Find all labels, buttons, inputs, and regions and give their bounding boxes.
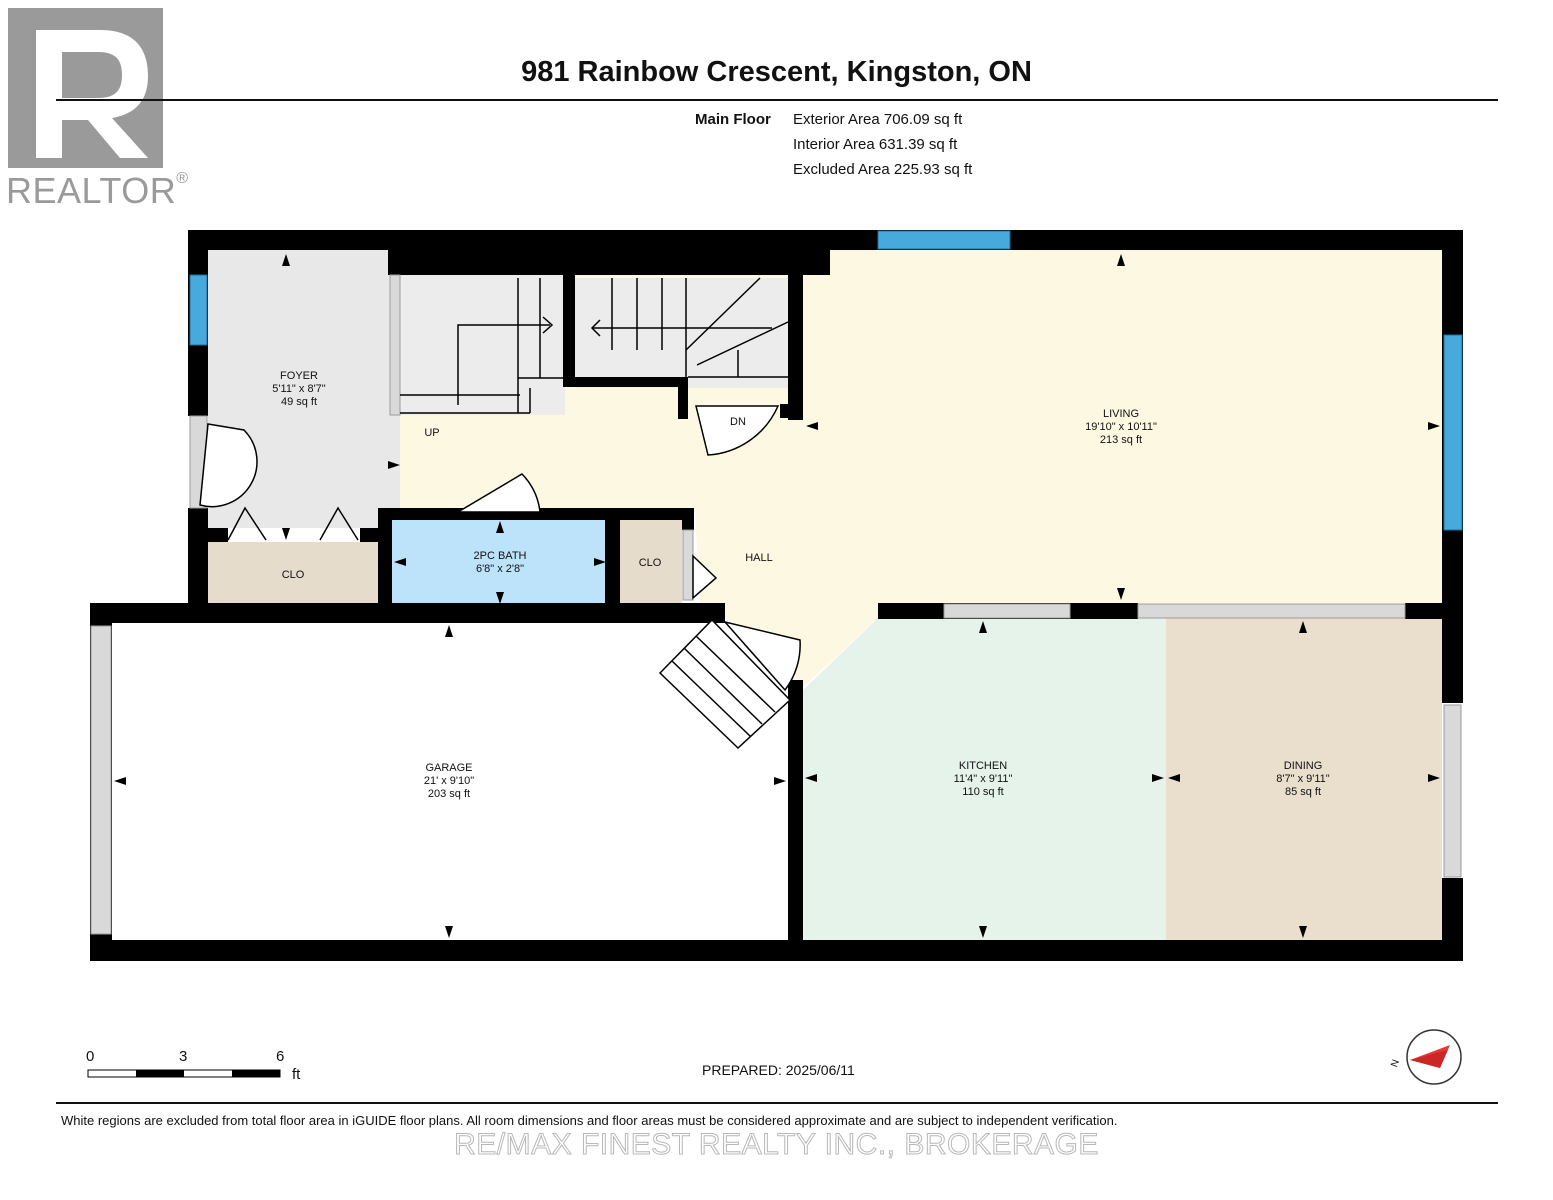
header-rule — [56, 99, 1498, 101]
kitchen-fill — [803, 618, 1166, 940]
realtor-wordmark: REALTOR® — [6, 170, 189, 211]
closet-fill-left — [208, 542, 378, 606]
realtor-logo — [8, 8, 163, 168]
exterior-area: Exterior Area 706.09 sq ft — [793, 111, 963, 128]
bath-fill — [392, 519, 607, 606]
compass — [1406, 1029, 1462, 1085]
floor-label: Main Floor — [695, 111, 771, 128]
closet-fill-right — [620, 519, 682, 606]
page-title: 981 Rainbow Crescent, Kingston, ON — [521, 56, 1032, 88]
label-closet-right: CLO — [638, 557, 662, 569]
scale-unit: ft — [292, 1066, 301, 1083]
label-dn: DN — [730, 416, 746, 428]
prepared-date: PREPARED: 2025/06/11 — [702, 1062, 855, 1078]
brokerage-watermark: RE/MAX FINEST REALTY INC., BROKERAGE — [454, 1128, 1099, 1162]
label-up: UP — [424, 427, 440, 439]
scale-tick-6: 6 — [276, 1048, 285, 1065]
scale-bar — [87, 1069, 281, 1078]
label-hall: HALL — [745, 552, 773, 564]
label-closet-left: CLO — [281, 569, 305, 581]
dining-fill — [1166, 618, 1442, 940]
scale-tick-3: 3 — [179, 1048, 188, 1065]
scale-tick-0: 0 — [86, 1048, 95, 1065]
footnote: White regions are excluded from total fl… — [61, 1113, 1118, 1128]
interior-area: Interior Area 631.39 sq ft — [793, 136, 958, 153]
excluded-area: Excluded Area 225.93 sq ft — [793, 161, 973, 178]
